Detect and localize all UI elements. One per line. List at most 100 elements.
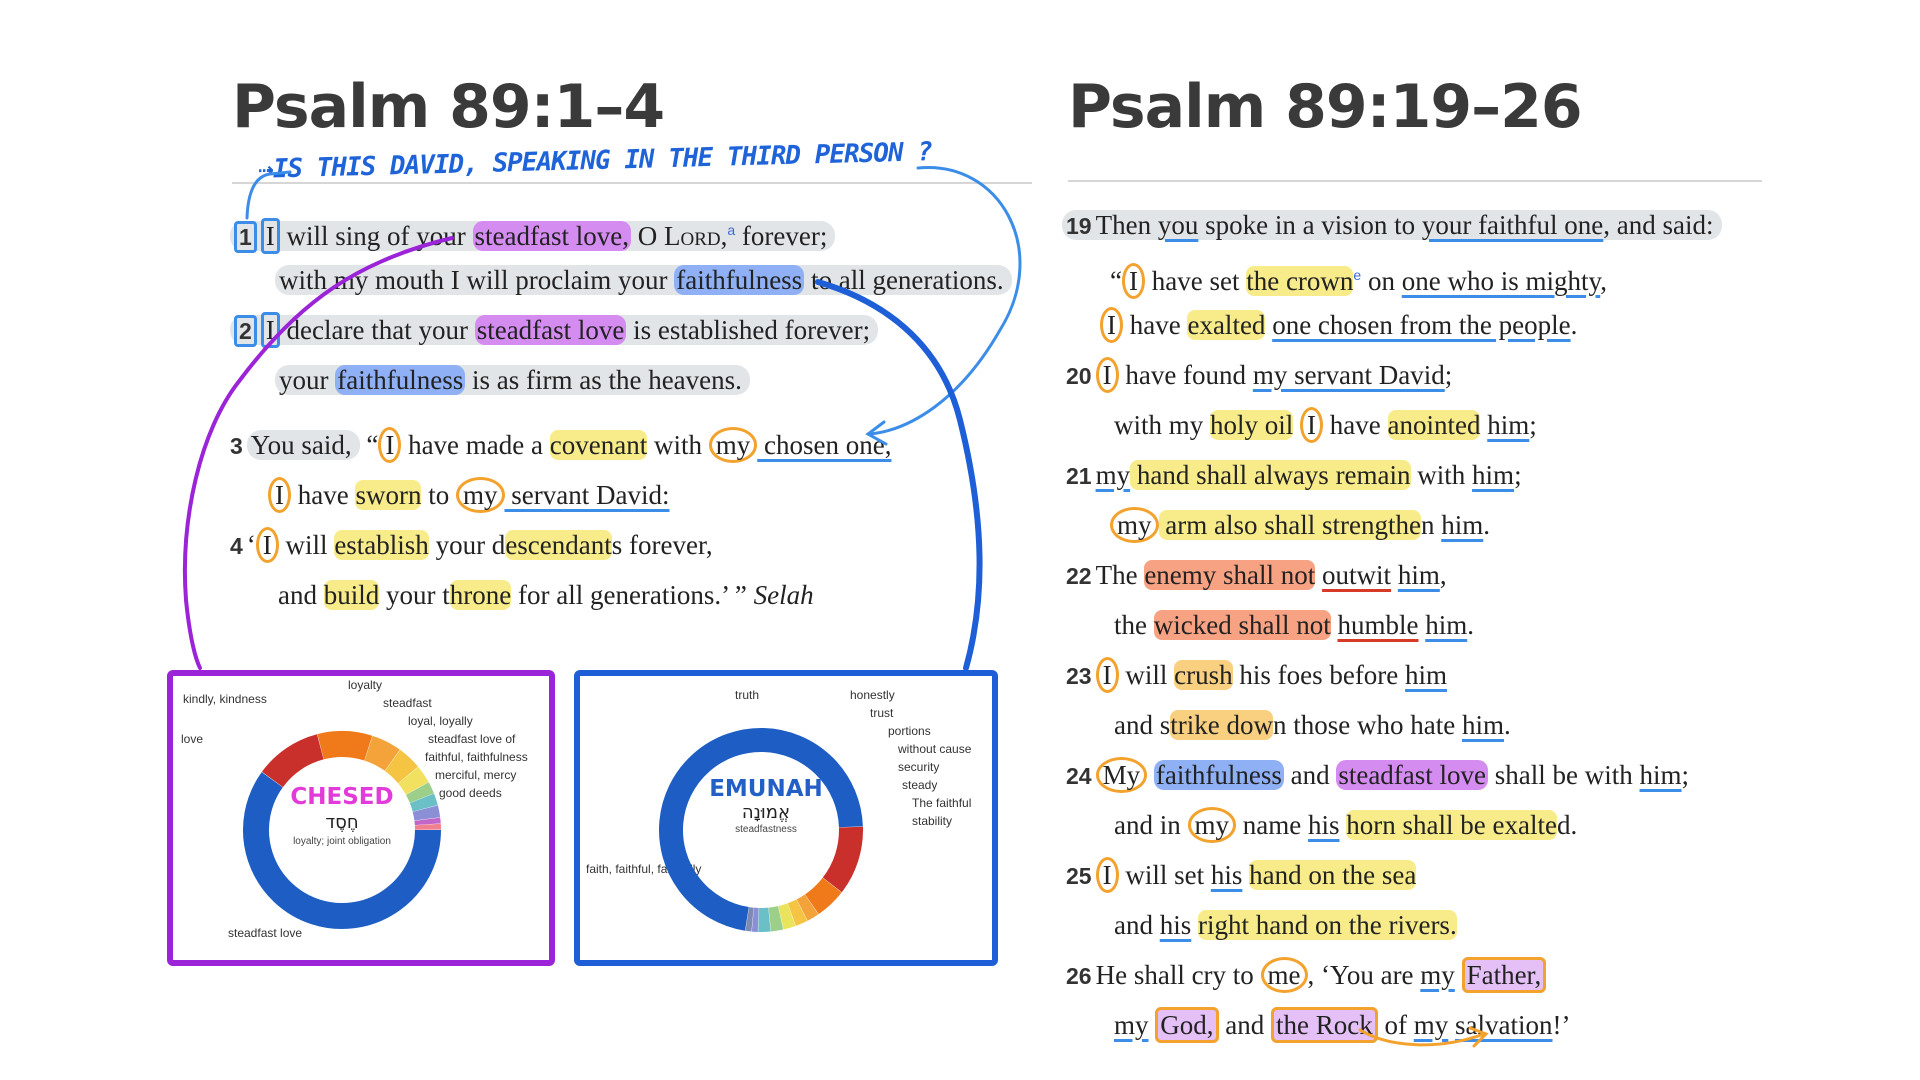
verse-text: d. xyxy=(1556,810,1578,840)
highlight-yellow: the crown xyxy=(1246,266,1354,296)
verse-number: 20 xyxy=(1066,363,1092,389)
verse-number: 2 xyxy=(234,315,257,347)
verse-text: him xyxy=(1487,410,1530,440)
ink-box: I xyxy=(260,312,280,348)
verse-text: !’ xyxy=(1552,1010,1571,1040)
verse-text: my xyxy=(1420,960,1455,990)
highlight-red: enemy shall not xyxy=(1144,560,1316,590)
highlight-lilac: God, xyxy=(1155,1007,1219,1043)
footnote-link[interactable]: a xyxy=(727,222,736,238)
label-the-faithful: The faithful xyxy=(912,796,972,810)
chesed-word-title: CHESED xyxy=(290,784,394,810)
verse-text: . xyxy=(1467,610,1474,640)
highlight-yellow: right hand on the rivers. xyxy=(1198,910,1457,940)
ink-circle: my xyxy=(1187,807,1237,843)
verse-22b[interactable]: the wicked shall not humble him. xyxy=(1114,608,1474,642)
chesed-hebrew: חֶסֶד xyxy=(325,812,359,833)
verse-text xyxy=(1448,1010,1455,1040)
verse-number: 4 xyxy=(230,533,243,559)
verse-text: him xyxy=(1397,560,1440,590)
donut-slice xyxy=(412,805,441,821)
ink-circle: I xyxy=(1095,657,1119,693)
verse-text: have xyxy=(1123,310,1188,340)
verse-19c[interactable]: I have exalted one chosen from the peopl… xyxy=(1100,307,1578,343)
donut-slice xyxy=(364,735,400,772)
verse-text: outwit xyxy=(1322,560,1392,590)
verse-text: . xyxy=(1570,310,1578,340)
verse-21b[interactable]: my arm also shall strengthen him. xyxy=(1110,507,1490,543)
verse-text: “ xyxy=(359,430,379,460)
highlight-orange: crush xyxy=(1174,660,1233,690)
ink-circle: me xyxy=(1260,957,1308,993)
verse-text: shall be with xyxy=(1488,760,1640,790)
verse-text: O xyxy=(631,221,664,251)
ink-circle: I xyxy=(268,477,291,513)
footnote-link[interactable]: e xyxy=(1353,267,1362,283)
donut-slice xyxy=(384,749,419,784)
verse-25b[interactable]: and his right hand on the rivers. xyxy=(1114,908,1457,942)
ink-circle: I xyxy=(1095,857,1119,893)
verse-text: , and said: xyxy=(1603,210,1714,240)
verse-text: him xyxy=(1425,610,1468,640)
highlight-lilac: the Rock xyxy=(1271,1007,1378,1043)
chesed-panel[interactable]: loyalty kindly, kindness steadfast loyal… xyxy=(167,670,555,966)
verse-text: , xyxy=(1439,560,1447,590)
donut-slice xyxy=(409,793,438,812)
verse-text: to all generations. xyxy=(804,265,1004,295)
verse-text: and xyxy=(1114,910,1160,940)
verse-19b[interactable]: “I have set the crowne on one who is mig… xyxy=(1110,258,1607,299)
ink-circle: I xyxy=(1100,307,1123,343)
highlight-steadfast-love: steadfast love xyxy=(474,315,627,345)
verse-20b[interactable]: with my holy oil I have anointed him; xyxy=(1114,407,1537,443)
highlight-orange: trike dow xyxy=(1170,710,1273,740)
highlight-red: wicked shall not xyxy=(1153,610,1331,640)
label-steady: steady xyxy=(902,778,938,792)
verse-text xyxy=(1391,560,1398,590)
verse-23b[interactable]: and strike down those who hate him. xyxy=(1114,708,1511,742)
donut-slice xyxy=(768,906,784,932)
verse-text xyxy=(1147,760,1154,790)
verse-4a[interactable]: 4‘I will establish your descendants fore… xyxy=(230,527,713,563)
verse-text: my xyxy=(1095,460,1131,490)
verse-1b[interactable]: with my mouth I will proclaim your faith… xyxy=(275,263,1012,297)
verse-2b[interactable]: your faithfulness is as firm as the heav… xyxy=(275,363,750,397)
verse-text: declare that your xyxy=(279,315,475,345)
verse-text: your faithful one xyxy=(1421,210,1604,240)
verse-text: to xyxy=(421,480,456,510)
highlight-yellow: exalted xyxy=(1187,310,1266,340)
highlight-yellow: establish xyxy=(334,530,429,560)
verse-text: his xyxy=(1159,910,1192,940)
verse-text: spoke in a vision to xyxy=(1198,210,1422,240)
verse-3b[interactable]: I have sworn to my servant David: xyxy=(268,477,669,513)
verse-text: one chosen from the people xyxy=(1272,310,1571,340)
ink-circle: I xyxy=(1095,357,1119,393)
verse-24b[interactable]: and in my name his horn shall be exalted… xyxy=(1114,807,1578,843)
verse-text: and in xyxy=(1114,810,1188,840)
emunah-panel[interactable]: truth honestly trust portions without ca… xyxy=(574,670,998,966)
verse-4b[interactable]: and build your throne for all generation… xyxy=(278,578,814,612)
highlight-yellow: anointed xyxy=(1387,410,1481,440)
highlight-yellow: hand shall always remain xyxy=(1130,460,1411,490)
donut-slice xyxy=(745,907,754,932)
verse-26b[interactable]: my God, and the Rock of my salvation!’ xyxy=(1114,1007,1571,1043)
verse-text: , xyxy=(1600,266,1607,296)
donut-slice xyxy=(822,826,863,893)
label-love: love xyxy=(181,732,204,746)
verse-text: . xyxy=(1483,510,1490,540)
verse-text: of xyxy=(1377,1010,1414,1040)
verse-text: have found xyxy=(1118,360,1253,390)
chesed-donut xyxy=(243,731,441,929)
right-divider xyxy=(1068,180,1762,182)
verse-text: with my mouth I will proclaim your xyxy=(279,265,675,295)
